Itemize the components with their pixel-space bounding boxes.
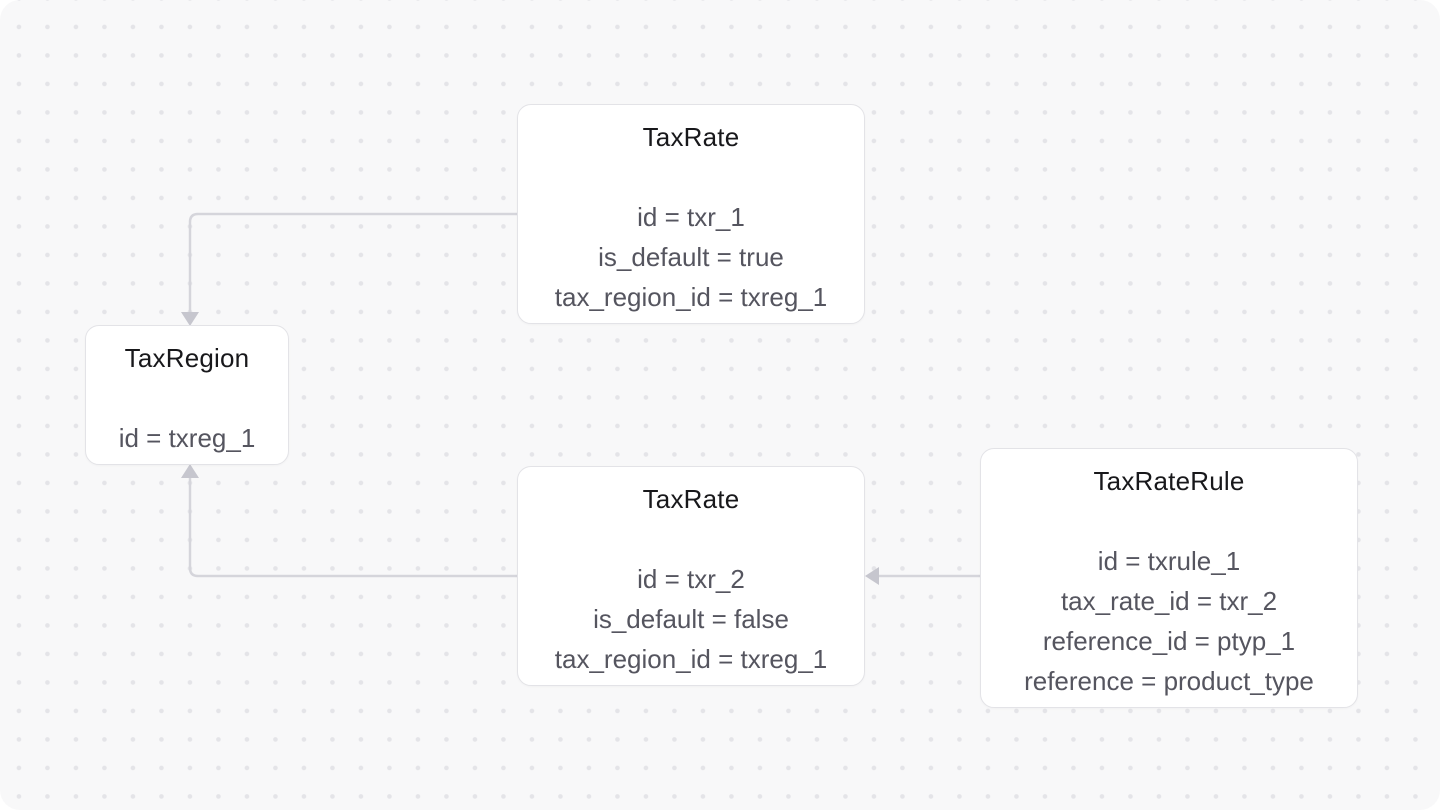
- entity-attribute: id = txrule_1: [1097, 546, 1241, 576]
- entity-card-taxregion: TaxRegion id = txreg_1: [85, 325, 289, 465]
- entity-attributes: id = txrule_1 tax_rate_id = txr_2 refere…: [1024, 541, 1314, 701]
- entity-card-taxrate-2: TaxRate id = txr_2 is_default = false ta…: [517, 466, 865, 686]
- entity-attribute: reference = product_type: [1024, 666, 1314, 696]
- arrow-taxrate1-to-taxregion: [188, 212, 517, 312]
- entity-attributes: id = txreg_1: [119, 418, 256, 458]
- entity-card-taxrate-1: TaxRate id = txr_1 is_default = true tax…: [517, 104, 865, 324]
- arrowhead-taxrate1-to-taxregion: [181, 312, 199, 326]
- arrowhead-taxrate2-to-taxregion: [181, 464, 199, 478]
- entity-attribute: tax_region_id = txreg_1: [554, 644, 828, 674]
- entity-attributes: id = txr_1 is_default = true tax_region_…: [555, 197, 827, 317]
- entity-card-taxraterule: TaxRateRule id = txrule_1 tax_rate_id = …: [980, 448, 1358, 708]
- entity-attribute: is_default = false: [593, 604, 789, 634]
- entity-title: TaxRateRule: [1093, 466, 1245, 496]
- entity-attribute: is_default = true: [598, 242, 784, 272]
- entity-attribute: id = txr_1: [637, 202, 745, 232]
- arrow-taxrate2-to-taxregion: [188, 478, 517, 578]
- entity-attribute: id = txreg_1: [118, 423, 256, 453]
- entity-attribute: tax_region_id = txreg_1: [554, 282, 828, 312]
- entity-title: TaxRate: [642, 122, 740, 152]
- entity-attribute: tax_rate_id = txr_2: [1060, 586, 1278, 616]
- entity-attribute: id = txr_2: [637, 564, 745, 594]
- arrowhead-taxraterule-to-taxrate2: [865, 567, 879, 585]
- entity-title: TaxRate: [642, 484, 740, 514]
- entity-title: TaxRegion: [124, 343, 250, 373]
- entity-attributes: id = txr_2 is_default = false tax_region…: [555, 559, 827, 679]
- entity-attribute: reference_id = ptyp_1: [1042, 626, 1296, 656]
